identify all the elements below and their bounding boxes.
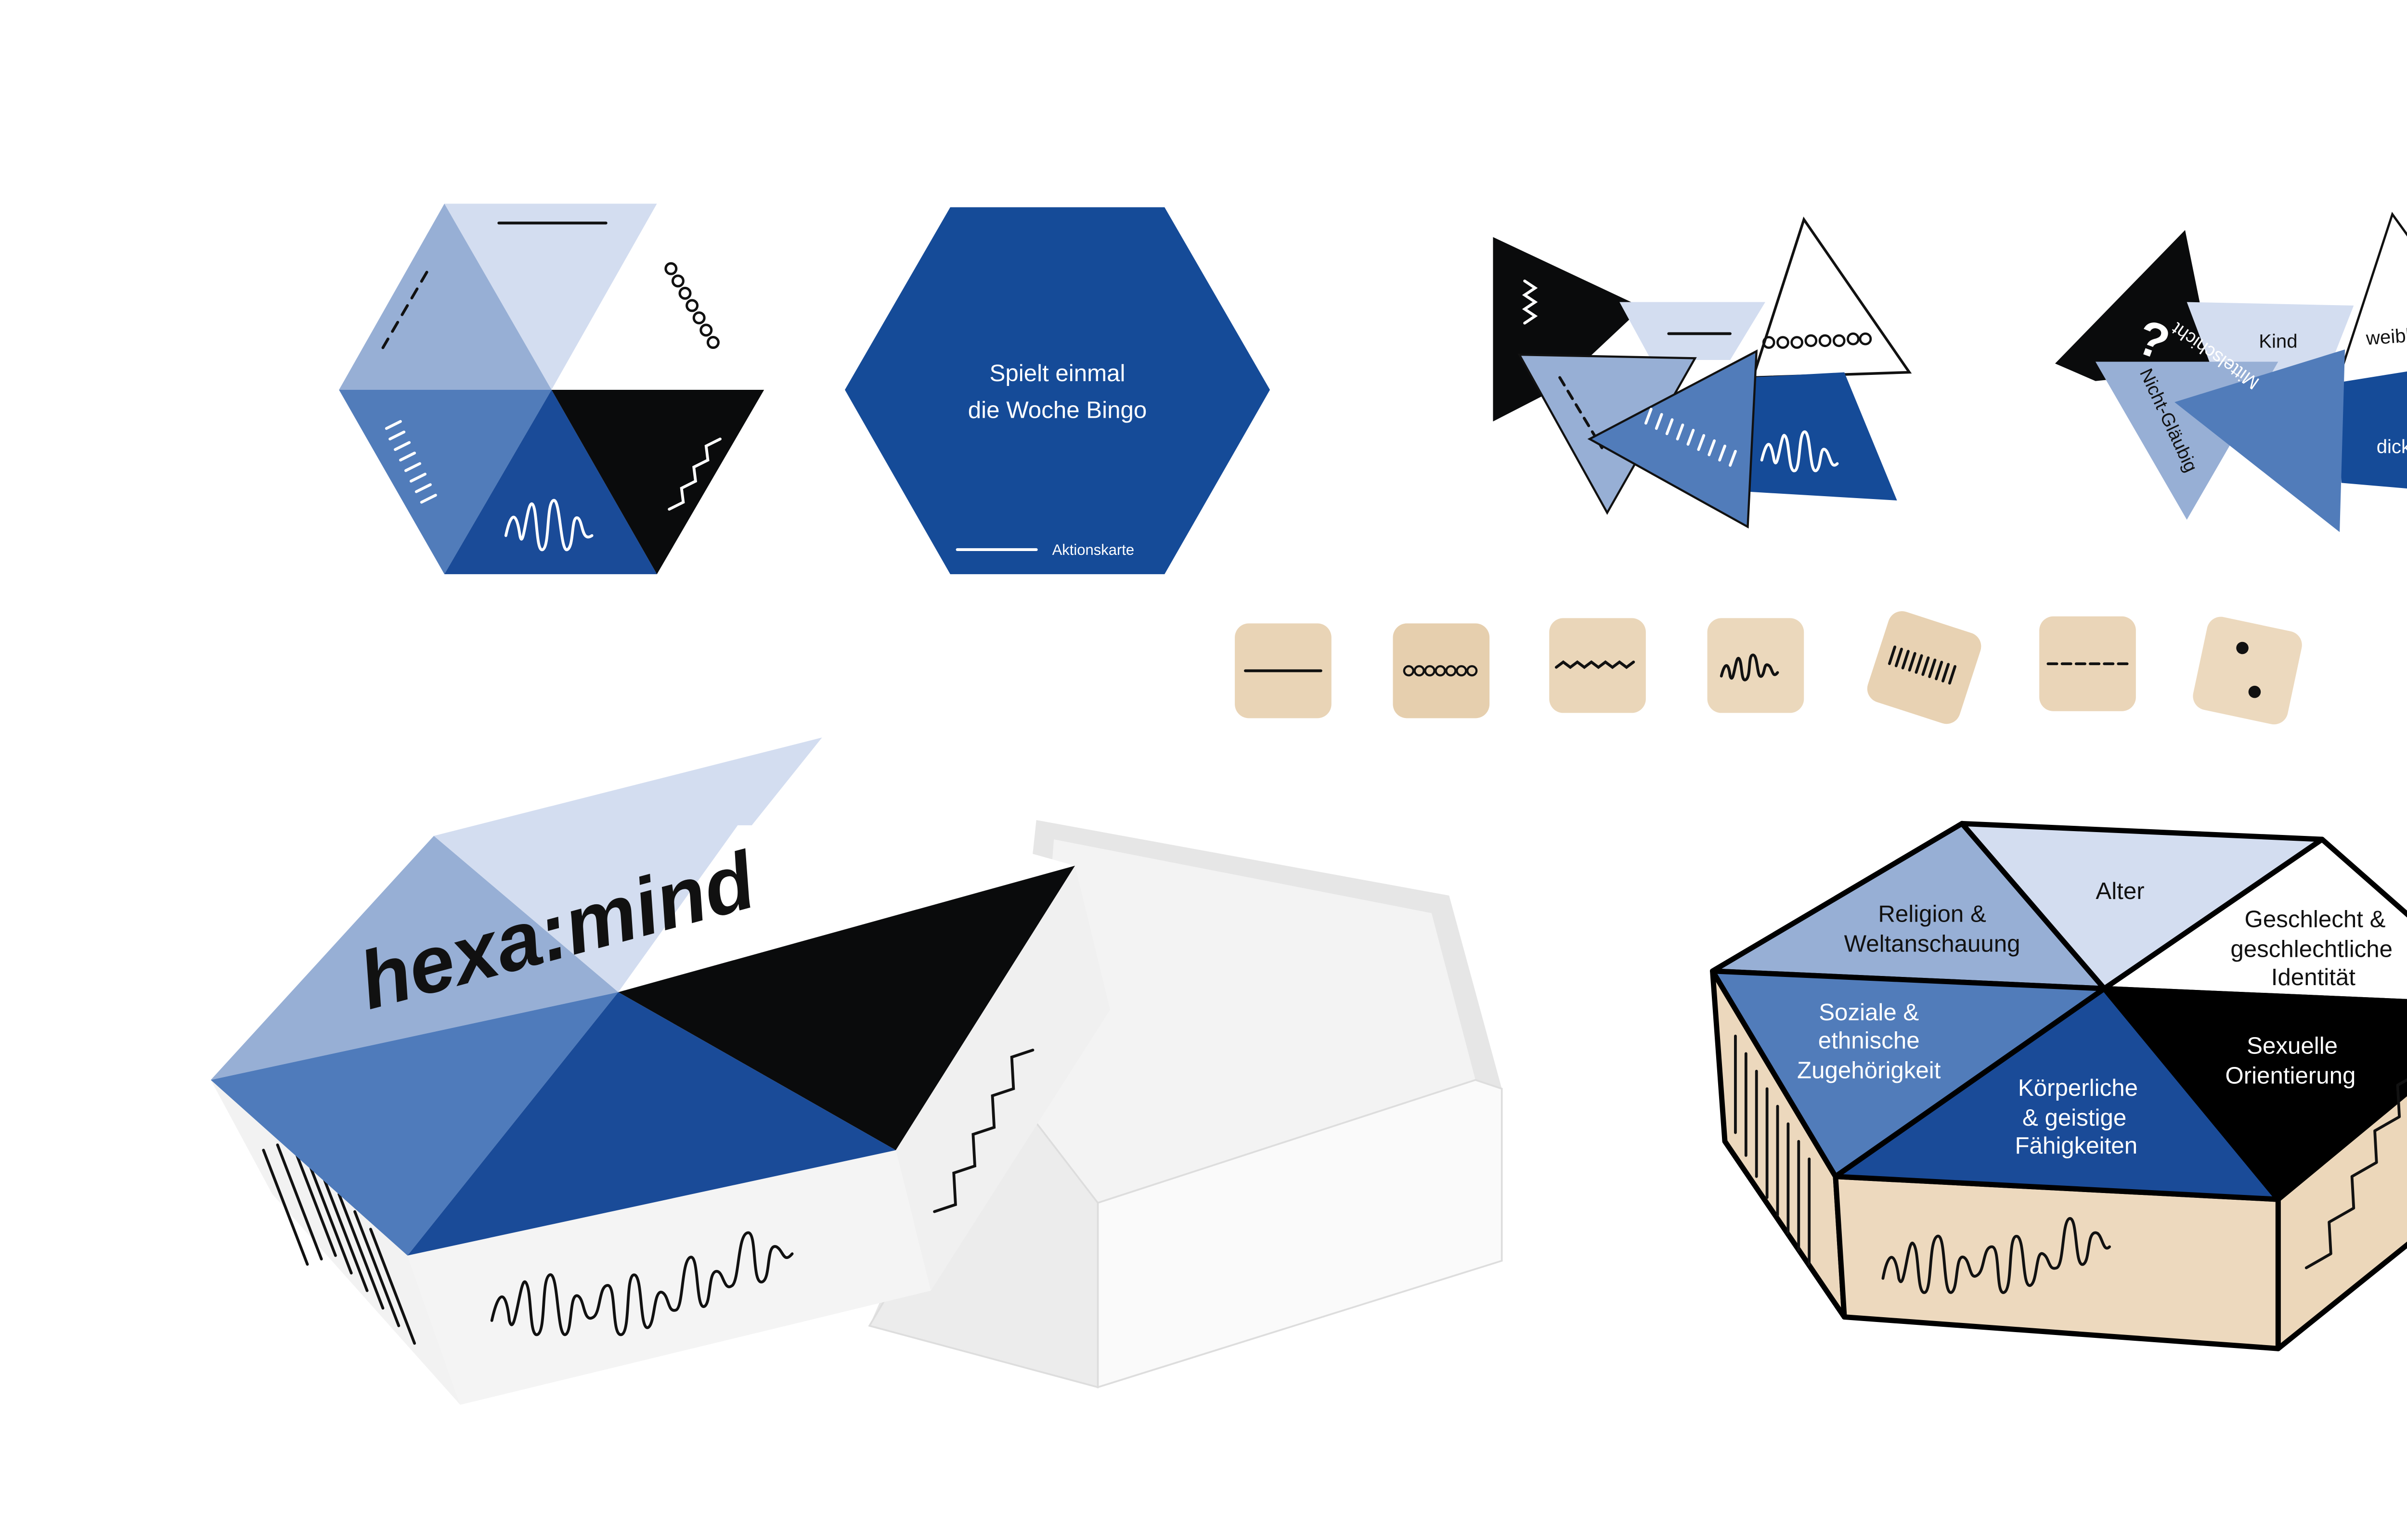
category-soziale-3: Zugehörigkeit [1797, 1057, 1941, 1083]
symbol-triangle-cards [1493, 217, 1912, 529]
symbol-hex-card [339, 204, 764, 575]
category-religion: Religion & [1878, 901, 1986, 927]
die-two-dots [2193, 616, 2302, 725]
hatch-icon [385, 420, 437, 504]
action-card-line1: Spielt einmal [990, 360, 1126, 386]
category-sexuelle-2: Orientierung [2225, 1062, 2355, 1089]
action-card-line2: die Woche Bingo [968, 397, 1147, 423]
category-labels: Religion & Weltanschauung Alter Geschlec… [1797, 878, 2393, 1159]
beads-icon [664, 262, 720, 349]
category-religion-2: Weltanschauung [1844, 931, 2020, 957]
action-card-type: Aktionskarte [1052, 541, 1135, 558]
category-koerper: Körperliche [2018, 1075, 2138, 1101]
text-triangle-cards: ? Kind weiblich dick Nicht-Gläubig Mitte… [2055, 212, 2407, 532]
category-box [1710, 821, 2407, 1351]
category-koerper-3: Fähigkeiten [2015, 1132, 2137, 1159]
die-line [1235, 623, 1332, 719]
category-geschlecht: Geschlecht & [2245, 906, 2386, 933]
zigzag-icon [668, 437, 722, 511]
die-dashed [2039, 616, 2136, 711]
card-dick: dick [2377, 436, 2407, 457]
card-kind: Kind [2259, 330, 2297, 352]
die-hatch [1867, 611, 1981, 724]
category-soziale: Soziale & [1819, 999, 1919, 1026]
category-geschlecht-2: geschlechtliche [2230, 936, 2393, 962]
category-sexuelle: Sexuelle [2247, 1032, 2338, 1059]
category-geschlecht-3: Identität [2271, 964, 2356, 990]
die-wave [1707, 618, 1804, 713]
die-beads [1393, 623, 1490, 719]
dashed-icon [381, 270, 428, 349]
category-koerper-2: & geistige [2022, 1104, 2126, 1131]
wave-icon [504, 499, 594, 552]
category-soziale-2: ethnische [1818, 1027, 1920, 1053]
category-alter: Alter [2096, 878, 2144, 904]
action-card: Spielt einmal die Woche Bingo Aktionskar… [845, 207, 1270, 575]
box-lid: hexa:mind [210, 737, 1110, 1405]
card-weiblich: weiblich [2365, 323, 2407, 349]
dice-row [1235, 611, 2302, 725]
die-zigzag [1549, 618, 1646, 713]
